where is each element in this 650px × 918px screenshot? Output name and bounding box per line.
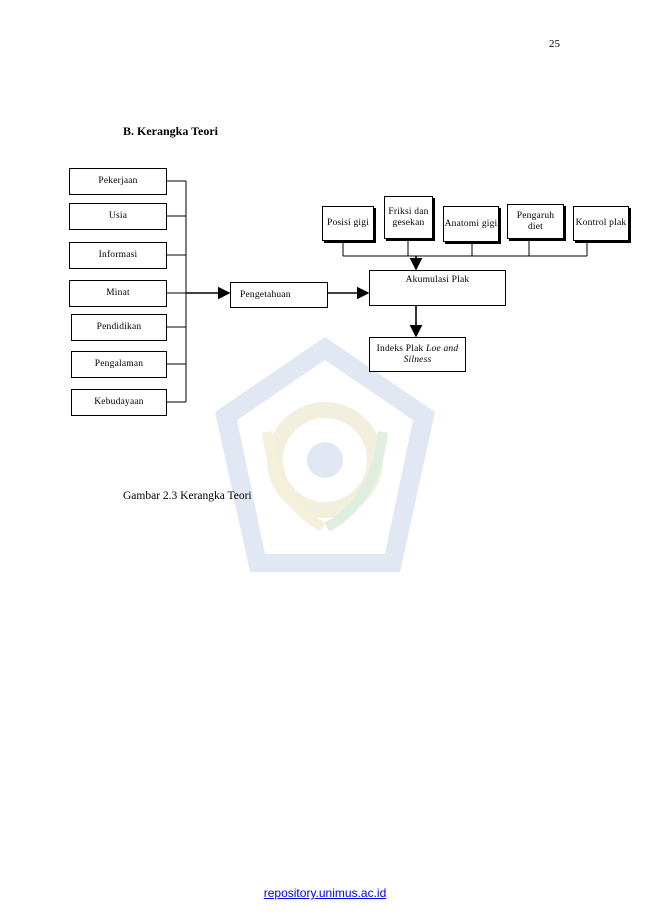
node-pengetahuan: Pengetahuan	[230, 282, 328, 308]
factor-box-pengaruh-diet: Pengaruh diet	[507, 204, 564, 239]
footer-repository-link[interactable]: repository.unimus.ac.id	[263, 886, 387, 900]
factor-box-posisi-gigi: Posisi gigi	[322, 206, 374, 241]
university-logo-watermark	[215, 337, 435, 572]
factor-box-informasi: Informasi	[69, 242, 167, 269]
factor-box-usia: Usia	[69, 203, 167, 230]
page-number: 25	[549, 38, 560, 50]
factor-box-kebudayaan: Kebudayaan	[71, 389, 167, 416]
node-indeks-plak: Indeks Plak Loe and Silness	[369, 337, 466, 372]
index-node-prefix: Indeks Plak	[376, 343, 427, 354]
factor-box-anatomi-gigi: Anatomi gigi	[443, 206, 499, 242]
factor-box-pendidikan: Pendidikan	[71, 314, 167, 341]
factor-box-pengalaman: Pengalaman	[71, 351, 167, 378]
section-heading: B. Kerangka Teori	[123, 124, 219, 138]
index-node-italic: Loe and Silness	[403, 343, 459, 365]
factor-box-friksi: Friksi dan gesekan	[384, 196, 433, 239]
factor-box-kontrol-plak: Kontrol plak	[573, 206, 629, 241]
figure-caption: Gambar 2.3 Kerangka Teori	[123, 490, 252, 502]
factor-box-minat: Minat	[69, 280, 167, 307]
factor-box-pekerjaan: Pekerjaan	[69, 168, 167, 195]
node-akumulasi-plak: Akumulasi Plak	[369, 270, 506, 306]
